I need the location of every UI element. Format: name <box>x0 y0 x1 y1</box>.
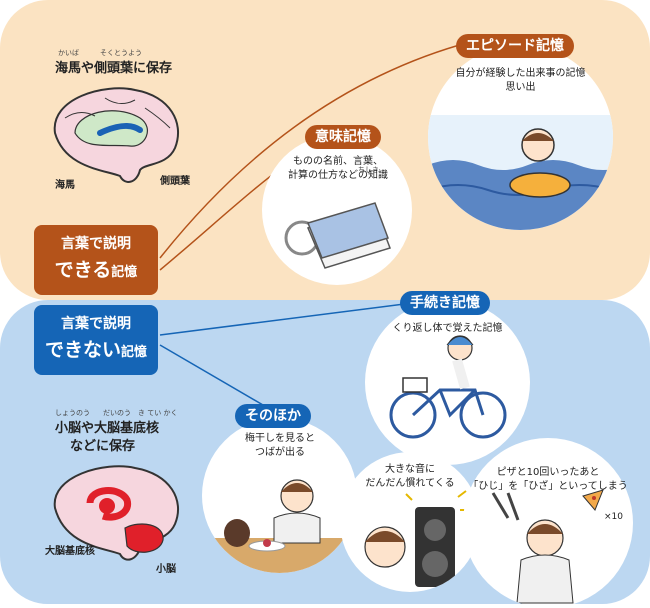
umeboshi-illustration <box>202 479 357 573</box>
episode-line2: 思い出 <box>505 82 536 93</box>
pizza-caption: ピザと10回いったあと 「ひじ」を「ひざ」といってしまう <box>468 466 628 494</box>
semantic-circle <box>262 135 412 285</box>
cannot-explain-box: 言葉で説明 できない記憶 <box>34 305 158 375</box>
ruby-shounou: しょうのう <box>55 409 90 417</box>
brain-bottom-illustration <box>53 465 180 561</box>
ruby-sokutouyou: そくとうよう <box>100 49 142 57</box>
top-brain-title: 海馬や側頭葉に保存 <box>55 61 173 76</box>
pizza-illustration <box>491 489 604 604</box>
ruby-chishiki: ちしき <box>358 166 379 174</box>
label-shounou: 小脳 <box>156 564 176 575</box>
episode-title: エピソード記憶 <box>456 34 574 58</box>
can-explain-line1: 言葉で説明 <box>61 236 131 252</box>
line-to-procedural <box>159 301 421 336</box>
can-explain-small: 記憶 <box>111 265 138 280</box>
noise-illustration <box>364 490 470 587</box>
word-cards-illustration <box>284 202 391 269</box>
procedural-circle <box>365 300 530 465</box>
semantic-caption: ものの名前、言葉、 計算の仕方などの知識 <box>268 155 408 183</box>
umeboshi-line2: つばが出る <box>255 447 305 458</box>
brain-top-illustration <box>53 87 180 183</box>
noise-line1: 大きな音に <box>385 464 435 475</box>
swimming-illustration <box>428 115 613 230</box>
bottom-brain-title-2: などに保存 <box>70 439 136 454</box>
pizza-count: ×10 <box>604 512 623 522</box>
pizza-line2: 「ひじ」を「ひざ」といってしまう <box>468 481 628 492</box>
episode-caption: 自分が経験した出来事の記憶 思い出 <box>438 67 603 95</box>
procedural-caption: くり返し体で覚えた記憶 <box>375 322 520 336</box>
ruby-dainou: だいのう <box>103 409 131 417</box>
umeboshi-caption: 梅干しを見ると つばが出る <box>210 432 350 460</box>
label-kitei: 大脳基底核 <box>45 546 95 557</box>
noise-caption: 大きな音に だんだん慣れてくる <box>345 463 475 491</box>
pizza-circle <box>463 438 633 608</box>
procedural-line1: くり返し体で覚えた記憶 <box>392 323 503 334</box>
line-to-other <box>159 344 276 413</box>
cannot-explain-big: できない <box>44 339 121 361</box>
label-sokutouyou: 側頭葉 <box>160 176 190 187</box>
semantic-line2: 計算の仕方などの知識 <box>288 170 388 181</box>
ruby-kitei: き てい かく <box>138 409 178 417</box>
label-kaiba: 海馬 <box>55 180 75 191</box>
semantic-title: 意味記憶 <box>305 125 381 149</box>
umeboshi-line1: 梅干しを見ると <box>245 433 315 444</box>
can-explain-box: 言葉で説明 できる記憶 <box>34 225 158 295</box>
procedural-title: 手続き記憶 <box>400 291 490 315</box>
noise-circle <box>340 452 480 592</box>
episode-circle <box>428 45 613 230</box>
noise-line2: だんだん慣れてくる <box>365 478 455 489</box>
semantic-line1: ものの名前、言葉、 <box>293 156 383 167</box>
umeboshi-circle <box>202 418 357 573</box>
bicycle-illustration <box>389 335 507 439</box>
bottom-brain-title-1: 小脳や大脳基底核 <box>55 421 160 436</box>
cannot-explain-line1: 言葉で説明 <box>61 316 131 332</box>
episode-line1: 自分が経験した出来事の記憶 <box>455 68 586 79</box>
ruby-kaiba: かいば <box>58 49 79 57</box>
cannot-explain-small: 記憶 <box>121 345 148 360</box>
can-explain-big: できる <box>54 259 112 281</box>
pizza-line1: ピザと10回いったあと <box>496 467 600 478</box>
line-to-episode <box>159 41 471 259</box>
other-title: そのほか <box>235 404 311 428</box>
